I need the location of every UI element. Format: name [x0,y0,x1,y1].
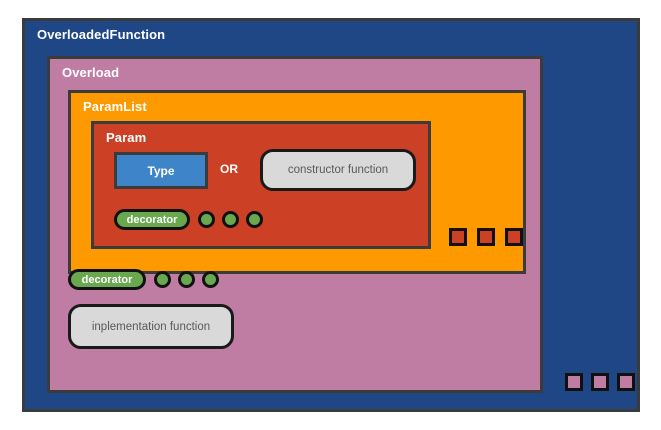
container-label-param: Param [106,130,147,145]
container-param-list: ParamList Param Type OR constructor func… [68,90,526,274]
overload-decorator-dot [178,271,195,288]
param-decorator-node: decorator [114,209,190,230]
or-separator-label: OR [220,162,238,176]
overload-decorator-dot [154,271,171,288]
implementation-function-node: inplementation function [68,304,234,349]
param-decorator-dot [222,211,239,228]
container-param: Param Type OR constructor function decor… [91,121,431,249]
container-label-overloaded-function: OverloadedFunction [37,27,166,42]
container-overload: Overload ParamList Param Type OR constru… [47,56,543,393]
param-decorator-dot [246,211,263,228]
param-decorator-dot [198,211,215,228]
constructor-function-node: constructor function [260,149,416,191]
type-node-label: Type [147,163,175,178]
type-node: Type [114,152,208,189]
overload-decorator-dot [202,271,219,288]
container-overloaded-function: OverloadedFunction Overload ParamList Pa… [22,18,640,412]
overload-repeat-square [565,373,583,391]
param-repeat-square [477,228,495,246]
overload-decorator-node: decorator [68,269,146,290]
param-repeat-square [505,228,523,246]
overload-repeat-square [591,373,609,391]
container-label-overload: Overload [62,65,120,80]
container-label-param-list: ParamList [83,99,147,114]
overload-repeat-square [617,373,635,391]
param-repeat-square [449,228,467,246]
